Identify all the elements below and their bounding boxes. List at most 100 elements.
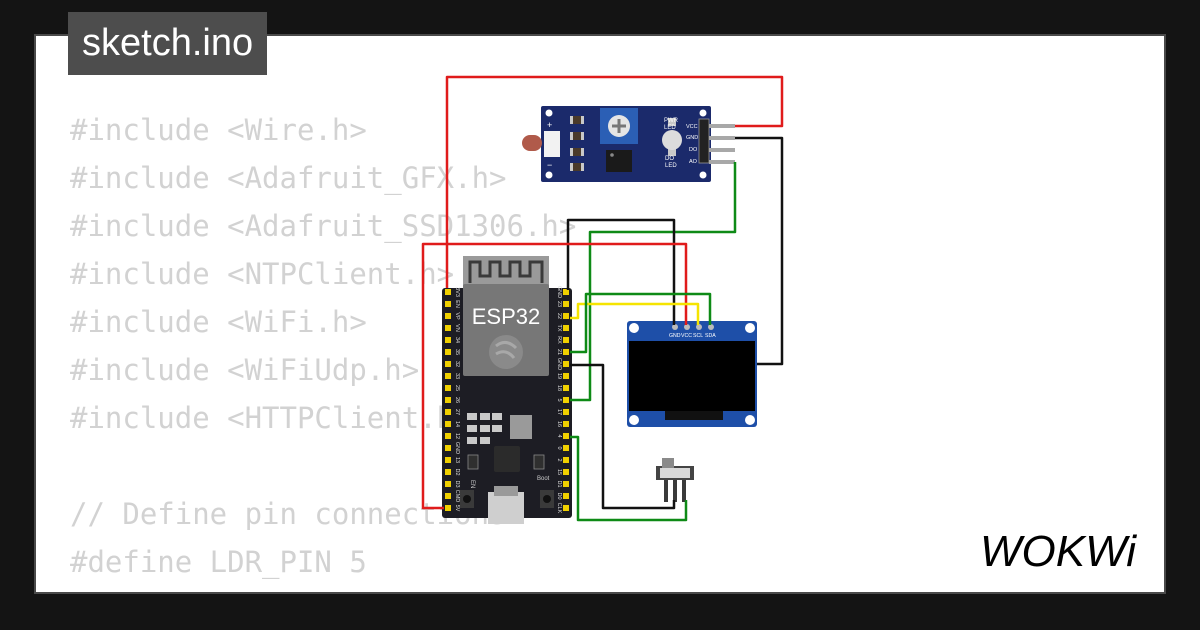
esp32-left-pin[interactable] — [445, 409, 451, 415]
minus-label: − — [547, 160, 552, 170]
esp32-right-pin[interactable] — [563, 325, 569, 331]
esp32-right-pin-label: CLK — [556, 503, 562, 514]
esp32-left-pin-label: 14 — [454, 421, 460, 427]
esp32-left-pin[interactable] — [445, 325, 451, 331]
esp32-left-pin-label: 13 — [454, 457, 460, 463]
file-tab[interactable]: sketch.ino — [68, 12, 268, 75]
esp32-right-pin[interactable] — [563, 373, 569, 379]
esp32-left-pin-label: 25 — [454, 385, 460, 391]
esp32-right-pin[interactable] — [563, 313, 569, 319]
esp32-right-pin-label: 2 — [556, 458, 562, 461]
esp32-left-pin[interactable] — [445, 349, 451, 355]
esp32-left-pin[interactable] — [445, 433, 451, 439]
esp32-right-pin[interactable] — [563, 397, 569, 403]
esp32-right-pin[interactable] — [563, 433, 569, 439]
wire-red — [421, 242, 688, 510]
wokwi-logo-text: WOKWi — [980, 527, 1137, 576]
boot-label: Boot — [537, 476, 550, 482]
esp32-right-pin[interactable] — [563, 349, 569, 355]
wokwi-logo: WOKWi — [980, 527, 1137, 576]
esp32-left-pin-label: 32 — [454, 361, 460, 367]
esp32-left-pin[interactable] — [445, 301, 451, 307]
slide-switch[interactable] — [656, 458, 694, 502]
esp32-right-pin-label: 17 — [556, 409, 562, 415]
esp32-right-pin[interactable] — [563, 493, 569, 499]
esp32-right-pin[interactable] — [563, 505, 569, 511]
ldr-sensor-module[interactable]: + − PWR LED DO LED VCC GND DO AO — [522, 106, 735, 182]
esp32-right-pin[interactable] — [563, 361, 569, 367]
esp32-right-pin[interactable] — [563, 337, 569, 343]
esp32-right-pin-label: D0 — [556, 492, 562, 499]
esp32-left-pin[interactable] — [445, 361, 451, 367]
esp32-left-pin-label: D3 — [454, 480, 460, 487]
oled-pin-label: GND — [669, 333, 681, 339]
esp32-right-pin-label: 22 — [556, 313, 562, 319]
oled-pin-label: SDA — [705, 333, 716, 339]
usb-chip — [494, 446, 520, 472]
wires — [421, 75, 784, 522]
wire-red — [445, 75, 784, 288]
plus-label: + — [547, 120, 552, 130]
regulator-chip — [510, 415, 532, 439]
esp32-left-pin-label: VN — [454, 324, 460, 332]
switch-handle[interactable] — [662, 458, 674, 468]
esp32-right-pin[interactable] — [563, 301, 569, 307]
esp32-left-pin-label: 3V3 — [454, 287, 460, 297]
esp32-right-pin[interactable] — [563, 481, 569, 487]
esp32-left-pin-label: 12 — [454, 433, 460, 439]
esp32-left-pin[interactable] — [445, 481, 451, 487]
esp32-left-pin[interactable] — [445, 469, 451, 475]
esp32-left-pin[interactable] — [445, 313, 451, 319]
esp32-right-pin[interactable] — [563, 445, 569, 451]
esp32-board[interactable]: ESP32 EN Boot — [442, 256, 572, 524]
esp32-left-pin[interactable] — [445, 289, 451, 295]
esp32-left-pin[interactable] — [445, 337, 451, 343]
esp32-left-pin-label: 5V — [454, 505, 460, 512]
oled-pin-label: SCL — [693, 333, 703, 339]
ldr-terminal — [544, 131, 560, 157]
wire-green — [570, 162, 737, 402]
esp32-right-pin-label: TX — [556, 324, 562, 331]
esp32-left-pin[interactable] — [445, 373, 451, 379]
do-led-label-1: DO — [665, 156, 674, 162]
esp32-left-pin-header: 3V3ENVPVN343532332526271412GND13D2D3CMD5… — [445, 287, 460, 512]
code-line: #include <NTPClient.h> — [70, 257, 455, 291]
esp32-left-pin[interactable] — [445, 421, 451, 427]
code-line: #include <Adafruit_GFX.h> — [70, 161, 507, 195]
esp32-right-pin-label: RX — [556, 336, 562, 344]
esp32-left-pin-label: 33 — [454, 373, 460, 379]
esp32-right-pin[interactable] — [563, 409, 569, 415]
code-line: #include <Adafruit_SSD1306.h> — [70, 209, 577, 243]
oled-display[interactable]: GND VCC SCL SDA — [627, 321, 757, 427]
code-line: #include <WiFiUdp.h> — [70, 353, 420, 387]
led-icon — [662, 130, 682, 150]
en-label: EN — [469, 480, 475, 488]
esp32-right-pin-label: 19 — [556, 373, 562, 379]
code-line: #include <WiFi.h> — [70, 305, 367, 339]
esp32-right-pin[interactable] — [563, 421, 569, 427]
esp32-left-pin[interactable] — [445, 397, 451, 403]
esp32-right-pin[interactable] — [563, 385, 569, 391]
esp32-left-pin[interactable] — [445, 493, 451, 499]
esp32-left-pin-label: CMD — [454, 490, 460, 503]
esp32-right-pin[interactable] — [563, 469, 569, 475]
esp32-left-pin[interactable] — [445, 457, 451, 463]
esp32-left-pin[interactable] — [445, 445, 451, 451]
esp32-shield — [463, 284, 549, 376]
esp32-left-pin-label: 34 — [454, 337, 460, 343]
usb-port — [488, 492, 524, 524]
photoresistor-icon — [522, 135, 542, 151]
esp32-right-pin[interactable] — [563, 457, 569, 463]
oled-pin-label: VCC — [681, 333, 692, 339]
esp32-right-pin-label: 15 — [556, 469, 562, 475]
esp32-left-pin[interactable] — [445, 385, 451, 391]
esp32-right-pin-label: 21 — [556, 349, 562, 355]
wire-black — [570, 363, 676, 510]
esp32-left-pin[interactable] — [445, 505, 451, 511]
oled-screen — [629, 341, 755, 411]
esp32-left-pin-label: EN — [454, 300, 460, 308]
esp32-right-pin-label: 0 — [556, 446, 562, 449]
esp32-right-pin[interactable] — [563, 289, 569, 295]
